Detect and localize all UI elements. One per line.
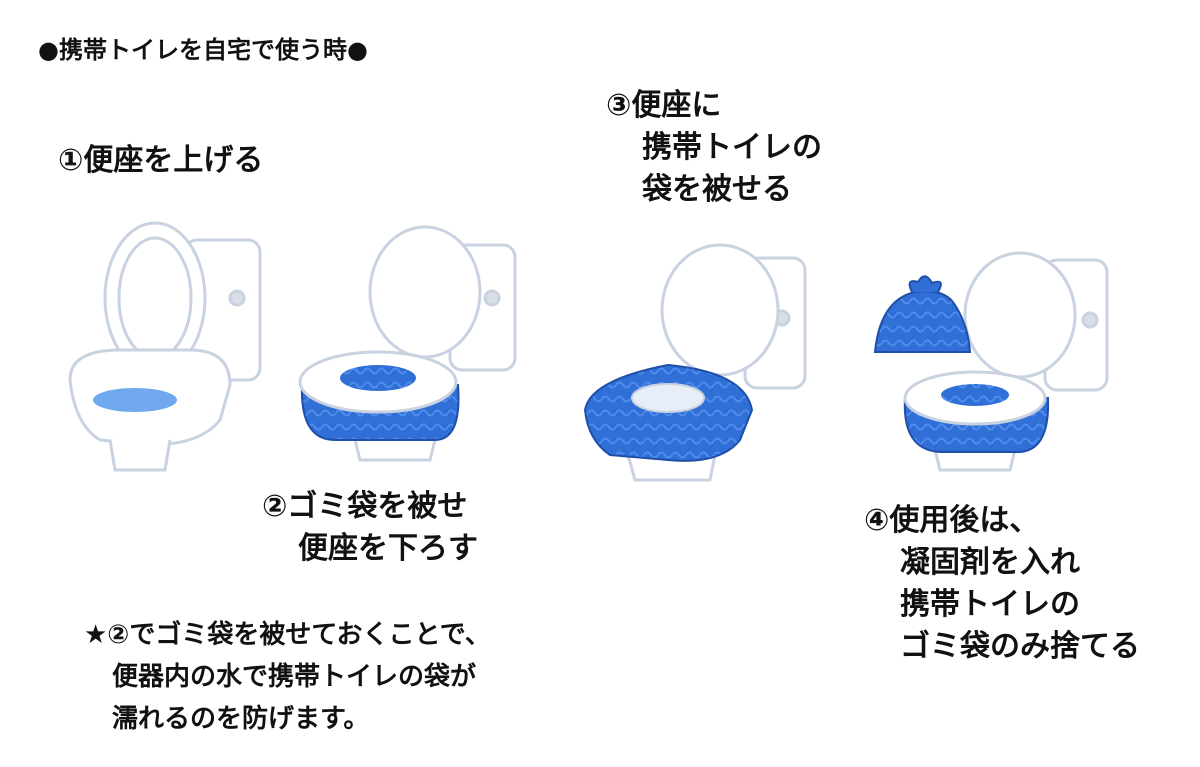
step-1-label: ①便座を上げる — [58, 140, 263, 182]
note-line-1: ★②でゴミ袋を被せておくことで、 — [84, 620, 491, 650]
portable-toilet-bag — [583, 363, 754, 462]
trash-bag-over-bowl — [298, 350, 460, 441]
toilet-with-trash-bag-illustration — [353, 225, 517, 462]
step-2-line-1: ②ゴミ袋を被せ — [262, 489, 468, 524]
step-3-line-1: ③便座に — [606, 88, 722, 123]
toilet-seat-up-illustration — [68, 221, 262, 472]
toilet-with-portable-bag-illustration — [626, 243, 807, 482]
step-4-label: ④使用後は、 凝固剤を入れ 携帯トイレの ゴミ袋のみ捨てる — [864, 500, 1140, 668]
toilet-after-use-illustration — [933, 251, 1109, 472]
step-4-line-3: 携帯トイレの — [900, 587, 1080, 622]
step-1-line-1: ①便座を上げる — [58, 143, 264, 178]
note-line-2: 便器内の水で携帯トイレの袋が — [112, 662, 477, 692]
step-3-line-3: 袋を被せる — [642, 172, 792, 207]
tied-garbage-bag — [873, 275, 972, 353]
note-line-3: 濡れるのを防げます。 — [112, 704, 370, 734]
step-4-line-4: ゴミ袋のみ捨てる — [900, 629, 1140, 664]
trash-bag-over-bowl-after — [903, 370, 1050, 453]
step-4-line-1: ④使用後は、 — [864, 503, 1040, 538]
note-text: ★②でゴミ袋を被せておくことで、 便器内の水で携帯トイレの袋が 濡れるのを防げま… — [84, 614, 491, 740]
step-3-line-2: 携帯トイレの — [642, 130, 822, 165]
step-2-label: ②ゴミ袋を被せ 便座を下ろす — [262, 486, 478, 570]
step-2-line-2: 便座を下ろす — [298, 531, 478, 566]
step-3-label: ③便座に 携帯トイレの 袋を被せる — [606, 85, 822, 211]
step-4-line-2: 凝固剤を入れ — [900, 545, 1080, 580]
page-title: ●携帯トイレを自宅で使う時● — [38, 36, 368, 64]
